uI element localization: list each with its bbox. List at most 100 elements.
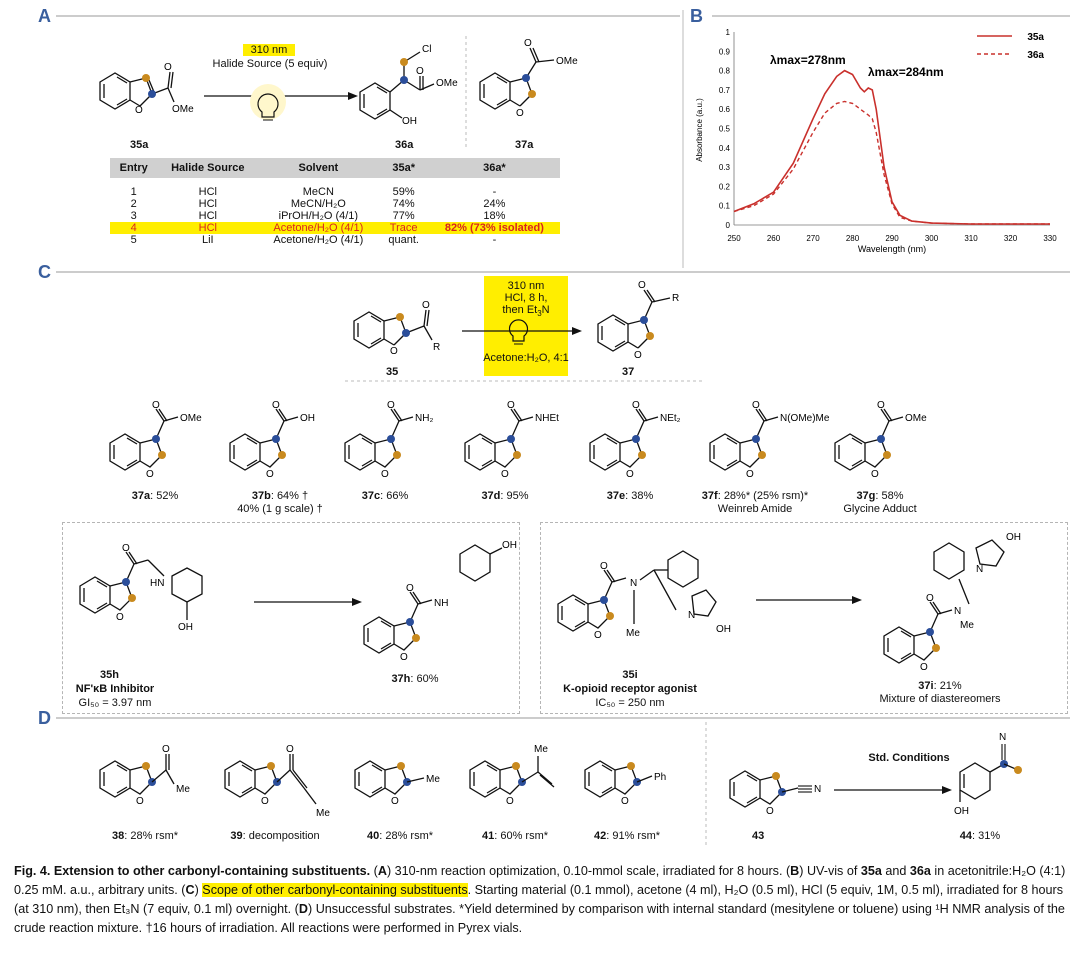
svg-text:OH: OH [178,622,193,633]
panel-label-b: B [690,6,703,26]
svg-text:OH: OH [502,540,517,551]
panel-label-a: A [38,6,51,26]
svg-text:N: N [688,610,695,621]
svg-text:O: O [516,108,524,119]
legend-35a: 35a [1027,32,1044,43]
svg-text:NH: NH [434,598,448,609]
cond-line2: HCl, 8 h, [504,292,548,304]
condition-wavelength: 310 nm [243,44,295,56]
svg-text:N: N [999,732,1006,743]
result-41: 41: 60% rsm* [481,830,549,842]
svg-text:N: N [976,564,983,575]
general-scheme-c: OO R OO R [353,280,679,361]
figure-caption: Fig. 4. Extension to other carbonyl-cont… [14,864,1066,935]
svg-text:N: N [814,784,821,795]
x-tick-label: 320 [1004,234,1018,243]
svg-text:OH: OH [1006,532,1021,543]
svg-text:HN: HN [150,578,164,589]
caption-highlight: Scope of other carbonyl-containing subst… [202,883,468,897]
product-structures-row: O O OMe OH NH₂ NHEt NEt₂ N(OMe)Me OMe [109,399,927,480]
group-39: Me [316,808,330,819]
svg-text:Me: Me [626,628,640,639]
result-40: 40: 28% rsm* [366,830,434,842]
group-37e: NEt₂ [660,413,681,424]
label-37a: 37a [515,139,534,151]
y-tick-label: 0 [726,221,731,230]
svg-text:O: O [634,350,642,361]
svg-text:O: O [286,744,294,755]
group-40: Me [426,774,440,785]
y-tick-label: 0.2 [719,182,731,191]
atom-ome-36a: OMe [436,78,458,89]
x-axis-label: Wavelength (nm) [858,244,926,254]
group-38: Me [176,784,190,795]
svg-text:OH: OH [954,806,969,817]
cond-line1: 310 nm [507,280,545,292]
result-42: 42: 91% rsm* [593,830,661,842]
legend-36a: 36a [1027,50,1044,61]
group-37g: OMe [905,413,927,424]
y-tick-label: 0.1 [719,202,731,211]
svg-text:O: O [524,38,532,49]
result-38: 38: 28% rsm* [111,830,179,842]
atom-ome-37a: OMe [556,56,578,67]
x-tick-label: 300 [925,234,939,243]
group-37f: N(OMe)Me [780,413,830,424]
atom-o: O [135,105,143,116]
separator-lines [56,10,1070,845]
table-header: 36a* [428,158,560,178]
std-conditions-label: Std. Conditions [868,752,950,764]
svg-text:O: O [390,346,398,357]
box-35h [62,522,520,714]
table-header: Entry [110,158,158,178]
result-37e: 37e: 38% [606,490,654,502]
result-44: 44: 31% [959,830,1001,842]
series-36a-line [733,100,1050,225]
result-37a: 37a: 52% [131,490,179,502]
x-tick-label: 270 [806,234,820,243]
name-35i: K-opioid receptor agonist [563,683,697,695]
group-37a: OMe [180,413,202,424]
condition-halide: Halide Source (5 equiv) [212,58,328,70]
y-tick-label: 0.8 [719,67,731,76]
svg-text:N: N [630,578,637,589]
atom-oh: OH [402,116,417,127]
extra-37i: Mixture of diastereomers [879,693,1001,705]
group-42: Ph [654,772,666,783]
potency-35i: IC₅₀ = 250 nm [595,697,665,709]
x-tick-label: 290 [885,234,899,243]
y-tick-label: 0.5 [719,125,731,134]
label-37: 37 [622,366,635,378]
y-tick-label: 0.7 [719,86,731,95]
atom-ome-35a: OMe [172,104,194,115]
unsuccessful-substrates: O O Me O Me Me Me Ph N N OH [99,732,1022,819]
y-tick-label: 0.4 [719,144,731,153]
result-37d: 37d: 95% [481,490,529,502]
svg-text:O: O [422,300,430,311]
cond-line3: then Et3N [502,304,550,319]
label-43: 43 [752,830,765,842]
conditions-highlight [484,276,568,376]
r-group-product: R [672,293,679,304]
label-35a: 35a [130,139,149,151]
svg-text:O: O [162,744,170,755]
potency-35h: GI₅₀ = 3.97 nm [78,697,152,709]
extra-37g: Glycine Adduct [843,503,917,515]
table-header: Solvent [258,158,379,178]
series-35a-line [733,69,1050,225]
table-header: 35a* [378,158,429,178]
result-37g: 37g: 58% [856,490,904,502]
y-tick-label: 0.6 [719,105,731,114]
svg-text:OH: OH [716,624,731,635]
group-37c: NH₂ [415,413,433,424]
x-tick-label: 310 [964,234,978,243]
x-tick-label: 330 [1043,234,1057,243]
result-37c: 37c: 66% [361,490,409,502]
annotation-lambda-284: λmax=284nm [868,65,944,79]
label-35: 35 [386,366,399,378]
group-37b: OH [300,413,315,424]
